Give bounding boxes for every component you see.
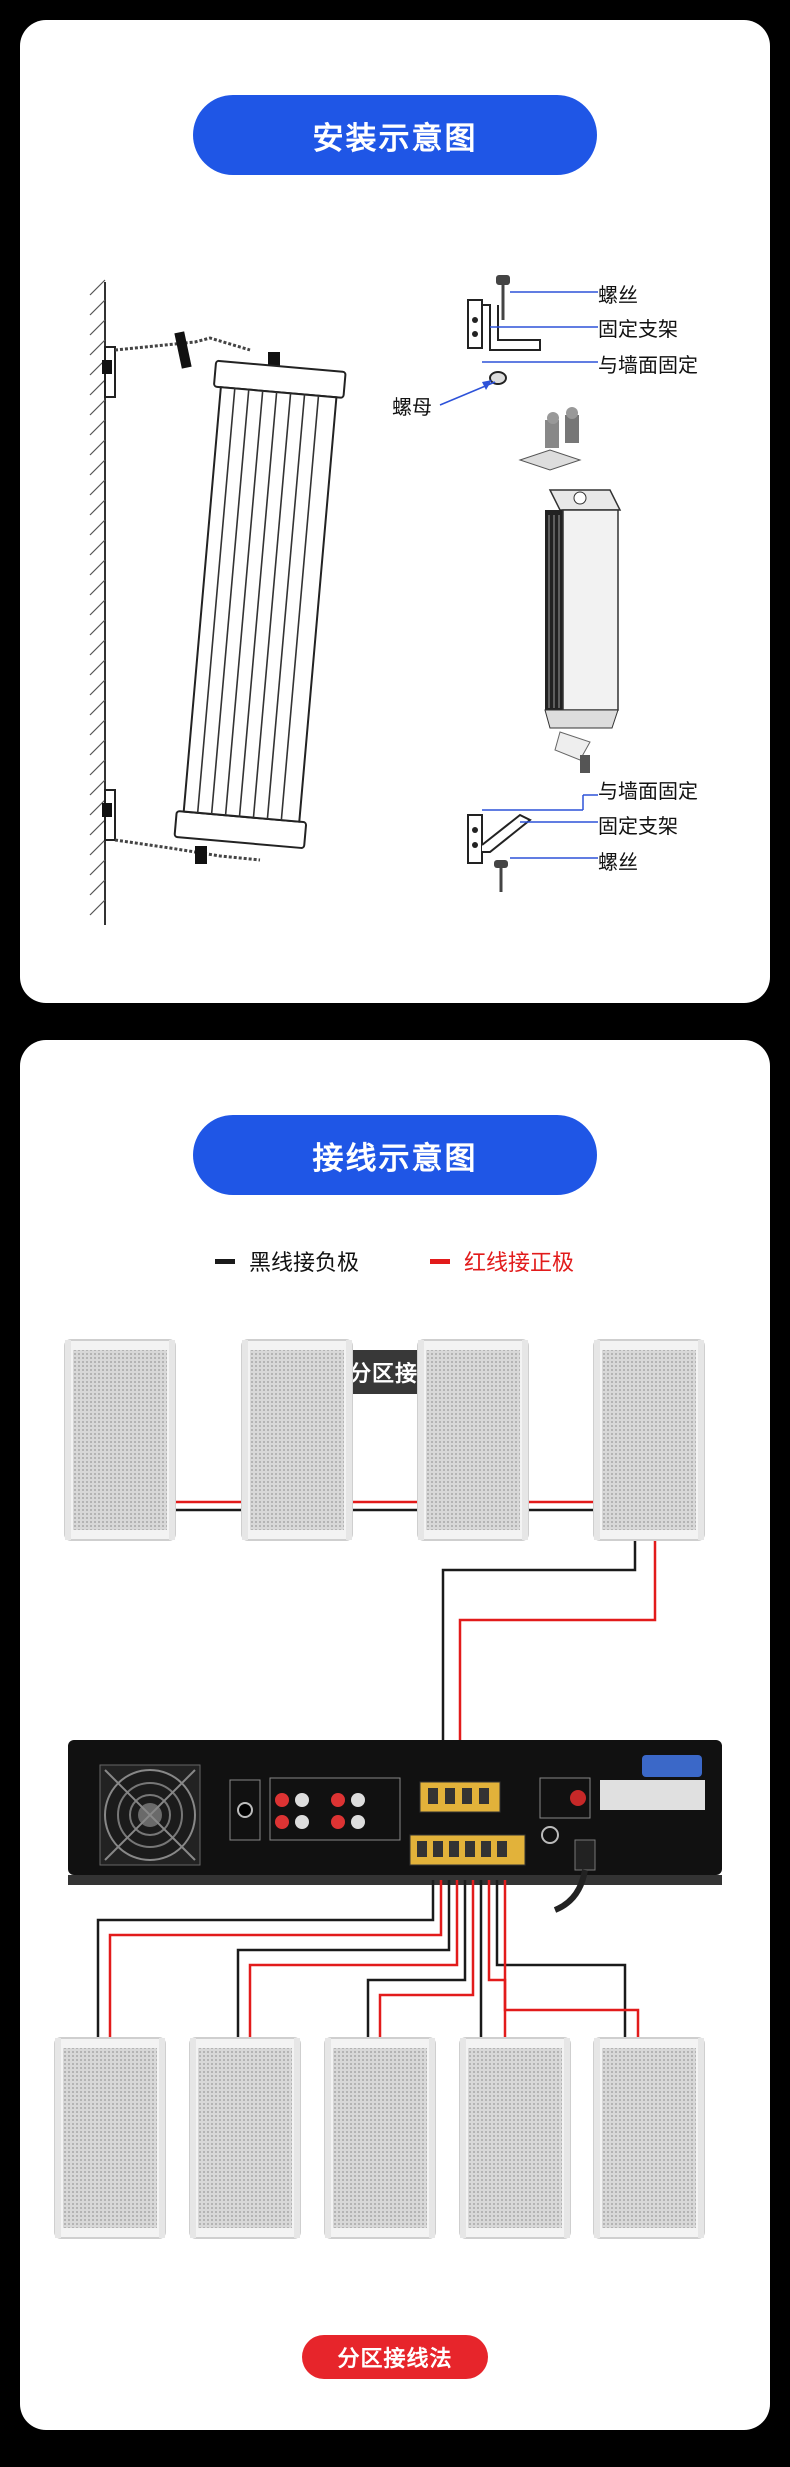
speaker-column-side [173,359,347,849]
installation-title: 安装示意图 [193,95,597,175]
wall [89,279,106,925]
label-screw-bottom: 螺丝 [598,850,638,874]
bottom-bracket [102,789,261,864]
installation-diagram [89,275,622,925]
label-bracket-bottom: 固定支架 [598,814,678,838]
speaker-top-1 [64,1339,176,1541]
top-hardware [439,275,598,406]
top-row-wiring [170,1500,657,1750]
wiring-card: 接线示意图 黑线接负极 红线接正极 不分区接线法 [20,1040,770,2430]
label-wall-top: 与墙面固定 [598,353,698,377]
speaker-bottom-3 [324,2037,436,2239]
label-wall-bottom: 与墙面固定 [598,779,698,803]
speaker-3d [518,407,622,773]
legend-red-text: 红线接正极 [464,1251,575,1276]
fan-icon [99,1764,201,1866]
wiring-title: 接线示意图 [193,1115,597,1195]
speaker-bottom-4 [459,2037,571,2239]
legend-black-text: 黑线接负极 [249,1251,360,1276]
legend-red-swatch [430,1258,450,1264]
speaker-bottom-5 [593,2037,705,2239]
speaker-bottom-2 [189,2037,301,2239]
wiring-diagram [54,1339,722,2239]
label-bracket-top: 固定支架 [598,317,678,341]
speaker-top-2 [241,1339,353,1541]
speaker-top-3 [417,1339,529,1541]
zone-tag: 分区接线法 [302,2335,488,2379]
label-screw-top: 螺丝 [598,283,638,307]
bottom-row-wiring [96,1880,640,2038]
speaker-bottom-1 [54,2037,166,2239]
legend-black-swatch [215,1258,235,1264]
legend-red: 红线接正极 [430,1245,574,1277]
bottom-hardware [467,794,598,892]
amplifier [68,1740,722,1913]
speaker-top-4 [593,1339,705,1541]
installation-card: 安装示意图 [20,20,770,1003]
label-nut: 螺母 [392,395,432,419]
legend-black: 黑线接负极 [215,1245,359,1277]
